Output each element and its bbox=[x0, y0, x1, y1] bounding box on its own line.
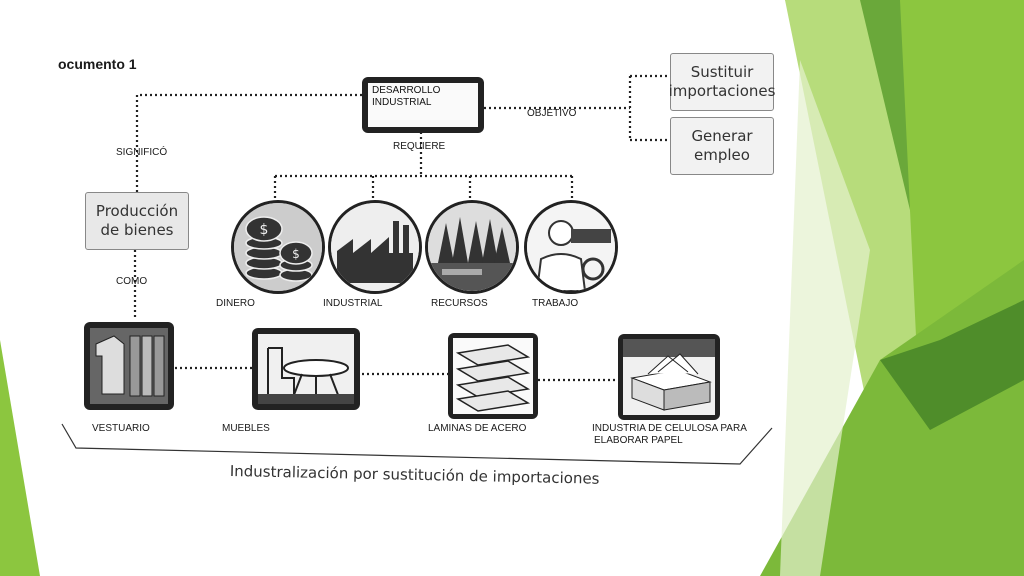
product-label-celulosa-line2: ELABORAR PAPEL bbox=[594, 435, 683, 446]
edge-requiere: REQUIERE bbox=[393, 141, 446, 152]
production-line2: de bienes bbox=[100, 221, 174, 239]
production-node: Producción de bienes bbox=[85, 192, 189, 250]
requirement-recursos-icon bbox=[425, 200, 519, 294]
requirement-dinero-icon: $ $ bbox=[231, 200, 325, 294]
svg-text:$: $ bbox=[292, 247, 300, 261]
green-facet-right-pale bbox=[780, 60, 870, 576]
product-label-muebles: MUEBLES bbox=[222, 423, 270, 434]
product-muebles-image bbox=[252, 328, 360, 410]
product-label-laminas: LAMINAS DE ACERO bbox=[428, 423, 527, 434]
connector-requiere bbox=[273, 132, 574, 198]
main-node-line2: INDUSTRIAL bbox=[372, 97, 432, 108]
connector-products bbox=[175, 366, 618, 382]
document-label: ocumento 1 bbox=[58, 56, 137, 72]
requirement-industrial-icon bbox=[328, 200, 422, 294]
product-vestuario-image bbox=[84, 322, 174, 410]
svg-text:$: $ bbox=[260, 222, 269, 238]
product-celulosa-image bbox=[618, 334, 720, 420]
objective-2-line2: empleo bbox=[694, 146, 750, 164]
requirement-label-industrial: INDUSTRIAL bbox=[323, 298, 383, 309]
objective-generar: Generar empleo bbox=[670, 117, 774, 175]
product-label-celulosa-line1: INDUSTRIA DE CELULOSA PARA bbox=[592, 423, 747, 434]
bracket-left bbox=[61, 423, 773, 465]
green-facet-right-dark bbox=[880, 300, 1024, 430]
requirement-trabajo-icon bbox=[524, 200, 618, 294]
product-label-vestuario: VESTUARIO bbox=[92, 423, 150, 434]
edge-objetivo: OBJETIVO bbox=[527, 108, 577, 119]
main-node-line1: DESARROLLO bbox=[372, 85, 441, 96]
objective-1-line1: Sustituir bbox=[690, 63, 754, 81]
production-line1: Producción bbox=[95, 202, 179, 220]
objective-2-line1: Generar bbox=[691, 127, 753, 145]
product-label-celulosa: INDUSTRIA DE CELULOSA PARA ELABORAR PAPE… bbox=[592, 423, 747, 447]
edge-como: COMO bbox=[116, 276, 148, 287]
connector-significo bbox=[135, 93, 362, 192]
main-node: DESARROLLO INDUSTRIAL bbox=[362, 77, 484, 133]
edge-significo: SIGNIFICÓ bbox=[116, 147, 168, 158]
requirement-label-dinero: DINERO bbox=[216, 298, 255, 309]
requirement-label-trabajo: TRABAJO bbox=[532, 298, 579, 309]
objective-sustituir: Sustituir importaciones bbox=[668, 53, 776, 111]
product-laminas-image bbox=[448, 333, 538, 419]
requirement-label-recursos: RECURSOS bbox=[431, 298, 488, 309]
green-facet-left bbox=[0, 340, 40, 576]
objective-1-line2: importaciones bbox=[668, 82, 776, 100]
connector-objectives bbox=[628, 74, 668, 142]
